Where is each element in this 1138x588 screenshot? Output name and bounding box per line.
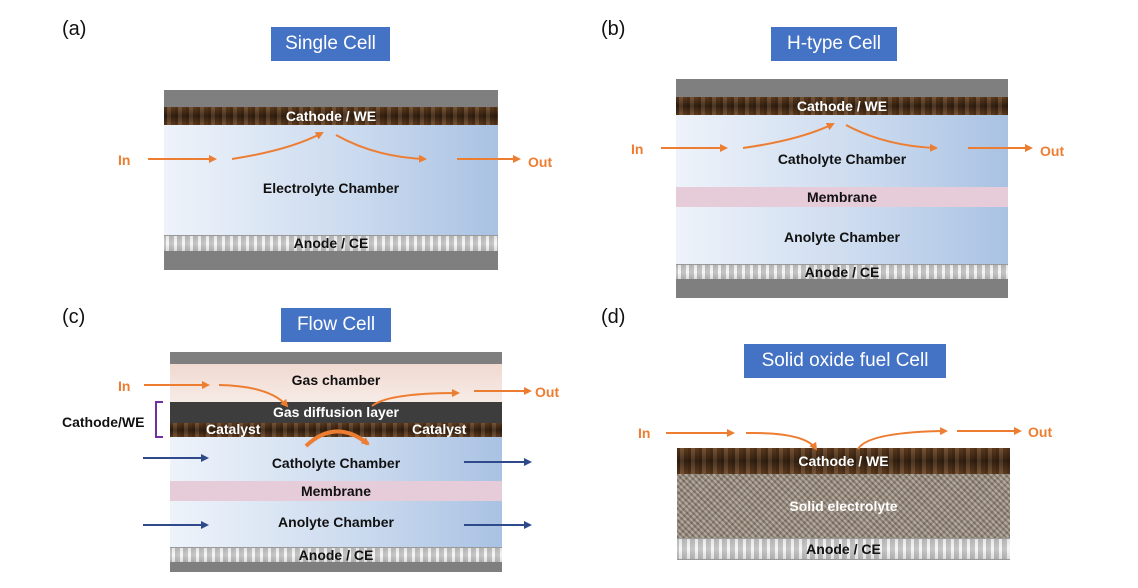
panel-b-top-plate bbox=[676, 79, 1008, 97]
panel-c-catalyst-right: Catalyst bbox=[412, 421, 467, 437]
panel-b-anolyte-chamber bbox=[676, 207, 1008, 264]
panel-d-flow-arrows bbox=[666, 427, 1022, 451]
panel-a-flow-arrows bbox=[148, 132, 521, 163]
panel-b-title: H-type Cell bbox=[771, 27, 897, 61]
panel-b-anolyte-label: Anolyte Chamber bbox=[784, 229, 900, 245]
panel-c-gas-flow-arrows bbox=[144, 381, 532, 448]
panel-c-anolyte-label: Anolyte Chamber bbox=[278, 514, 394, 530]
panel-b-membrane: Membrane bbox=[676, 187, 1008, 207]
panel-a-cathode: Cathode / WE bbox=[164, 107, 498, 125]
panel-c-out-label: Out bbox=[535, 384, 560, 400]
panel-a-up-arrow bbox=[231, 132, 324, 160]
panel-c-bottom-plate bbox=[170, 562, 502, 572]
panel-b-catholyte-chamber bbox=[676, 115, 1008, 187]
panel-c-catholyte-label: Catholyte Chamber bbox=[271, 455, 401, 471]
panel-c-top-plate bbox=[170, 352, 502, 364]
panel-c-up-arrow bbox=[371, 389, 460, 407]
panel-c-catalyst-left: Catalyst bbox=[206, 421, 261, 437]
panel-a-bottom-plate bbox=[164, 251, 498, 270]
panel-b-down-arrow bbox=[845, 124, 938, 152]
panel-a-down-arrow bbox=[335, 134, 427, 163]
panel-c-anolyte-chamber bbox=[170, 501, 502, 547]
panel-c-cathode-bracket bbox=[155, 401, 163, 438]
panel-c-membrane: Membrane bbox=[170, 481, 502, 501]
panel-c-catholyte-chamber bbox=[170, 437, 502, 481]
panel-b-catholyte-label: Catholyte Chamber bbox=[777, 151, 907, 167]
panel-c-catalyst-loop-arrow bbox=[304, 429, 370, 448]
panel-d-in-label: In bbox=[638, 425, 651, 441]
panel-a-top-plate bbox=[164, 90, 498, 107]
panel-d-label: (d) bbox=[601, 306, 626, 328]
panel-c-liquid-flow-arrows bbox=[143, 454, 532, 529]
panel-d-out-label: Out bbox=[1028, 424, 1053, 440]
panel-c-gas-diffusion-layer: Gas diffusion layer bbox=[170, 402, 502, 423]
panel-a-out-label: Out bbox=[528, 154, 553, 170]
panel-d-cathode: Cathode / WE bbox=[677, 448, 1010, 474]
panel-d-down-arrow bbox=[745, 431, 818, 451]
panel-b-cathode: Cathode / WE bbox=[676, 97, 1008, 115]
panel-d-up-arrow bbox=[857, 427, 948, 450]
panel-a-label: (a) bbox=[62, 18, 87, 40]
panel-b-bottom-plate bbox=[676, 279, 1008, 298]
panel-a-title: Single Cell bbox=[271, 27, 390, 61]
panel-b-up-arrow bbox=[742, 123, 835, 149]
panel-a-chamber-label: Electrolyte Chamber bbox=[262, 180, 400, 196]
panel-b-in-label: In bbox=[631, 141, 644, 157]
panel-c-in-label: In bbox=[118, 378, 131, 394]
panel-a-in-label: In bbox=[118, 152, 131, 168]
panel-c-label: (c) bbox=[62, 306, 86, 328]
panel-c-title: Flow Cell bbox=[281, 308, 391, 342]
panel-c-gas-chamber: Gas chamber bbox=[170, 364, 502, 402]
panel-b-label: (b) bbox=[601, 18, 626, 40]
panel-d-title: Solid oxide fuel Cell bbox=[744, 344, 946, 378]
panel-d-solid-electrolyte: Solid electrolyte bbox=[677, 474, 1010, 538]
panel-c-cathode-bracket-label: Cathode/WE bbox=[62, 414, 145, 430]
panel-c-anode: Anode / CE bbox=[170, 547, 502, 563]
panel-c-down-arrow bbox=[218, 384, 289, 408]
panel-d-anode: Anode / CE bbox=[677, 538, 1010, 560]
panel-b-flow-arrows bbox=[661, 123, 1033, 152]
panel-a-electrolyte-chamber bbox=[164, 125, 498, 235]
panel-b-out-label: Out bbox=[1040, 143, 1065, 159]
